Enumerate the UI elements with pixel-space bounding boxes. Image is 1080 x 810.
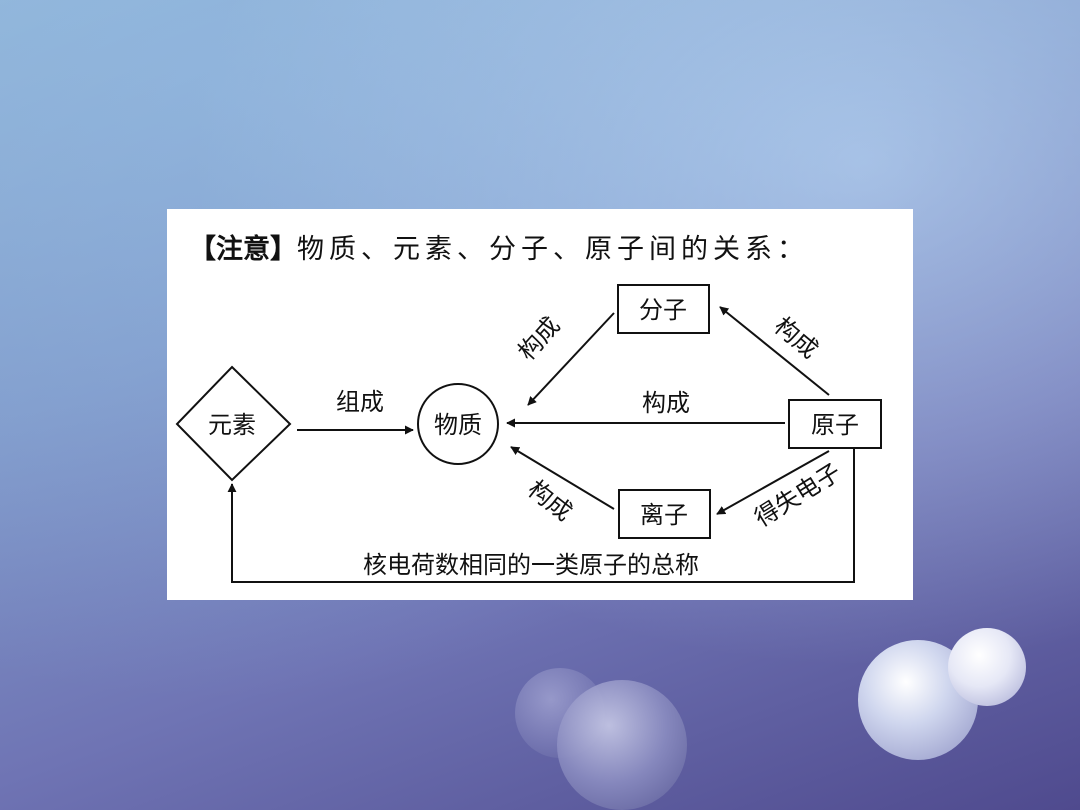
node-ion: 离子 <box>618 489 711 539</box>
heading-tag: 【注意】 <box>189 234 297 265</box>
edge-atom-substance: 构成 <box>506 389 785 428</box>
node-molecule-label: 分子 <box>639 296 687 324</box>
decorative-sphere <box>557 680 687 810</box>
diagram-heading: 【注意】物质、元素、分子、原子间的关系： <box>189 227 809 266</box>
relationship-diagram: 元素 物质 分子 原子 离子 组成 构成 <box>175 284 882 583</box>
node-atom-label: 原子 <box>811 411 859 439</box>
content-panel: 【注意】物质、元素、分子、原子间的关系： 元素 物质 分子 原子 <box>167 209 913 600</box>
edge-label-constitute: 构成 <box>642 389 690 417</box>
edge-element-substance: 组成 <box>297 388 414 435</box>
edge-ion-substance: 构成 <box>510 446 615 527</box>
edge-atom-element: 核电荷数相同的一类原子的总称 <box>227 449 855 583</box>
edge-label-compose: 组成 <box>336 388 384 416</box>
node-substance-label: 物质 <box>434 411 482 439</box>
edge-label-constitute: 构成 <box>513 311 566 365</box>
edge-atom-molecule: 构成 <box>719 306 830 396</box>
node-molecule: 分子 <box>617 284 710 334</box>
node-element: 元素 <box>175 365 292 482</box>
node-element-label: 元素 <box>208 411 256 439</box>
node-atom: 原子 <box>788 399 882 449</box>
node-substance: 物质 <box>417 383 499 465</box>
edge-atom-ion: 得失电子 <box>716 450 846 533</box>
edge-molecule-substance: 构成 <box>513 311 615 406</box>
decorative-sphere <box>948 628 1026 706</box>
edge-label-element-definition: 核电荷数相同的一类原子的总称 <box>363 551 699 579</box>
heading-text: 物质、元素、分子、原子间的关系： <box>297 234 809 265</box>
node-ion-label: 离子 <box>640 501 688 529</box>
edge-label-constitute: 构成 <box>769 312 824 364</box>
